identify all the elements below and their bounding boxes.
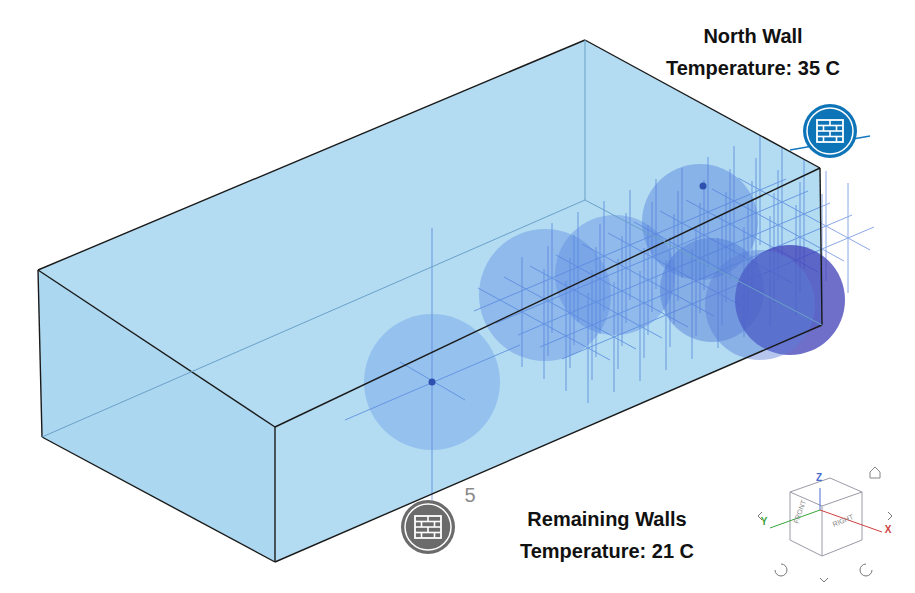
probe-point [700,183,707,190]
box-front-face [38,270,275,562]
callout-number: 5 [464,484,475,506]
sphere-group [364,164,845,450]
view-cube [758,467,892,582]
box-edges [38,40,822,562]
hidden-edges [42,40,822,437]
mesh-grid [345,135,874,500]
probe-point [429,379,436,386]
probe-sphere [705,250,815,360]
wall-label: Remaining Walls Temperature: 21 C [495,503,720,567]
axis-letter: X [885,524,892,535]
box-volume [38,40,822,562]
cube-face-label: FRONT [792,499,807,524]
wall-icon [401,500,455,554]
axis-letter: Z [816,472,822,483]
probe-sphere [364,314,500,450]
axis-letter: Y [761,516,768,527]
wall-icon [803,104,857,158]
wall-label: North Wall Temperature: 35 C [646,20,861,84]
